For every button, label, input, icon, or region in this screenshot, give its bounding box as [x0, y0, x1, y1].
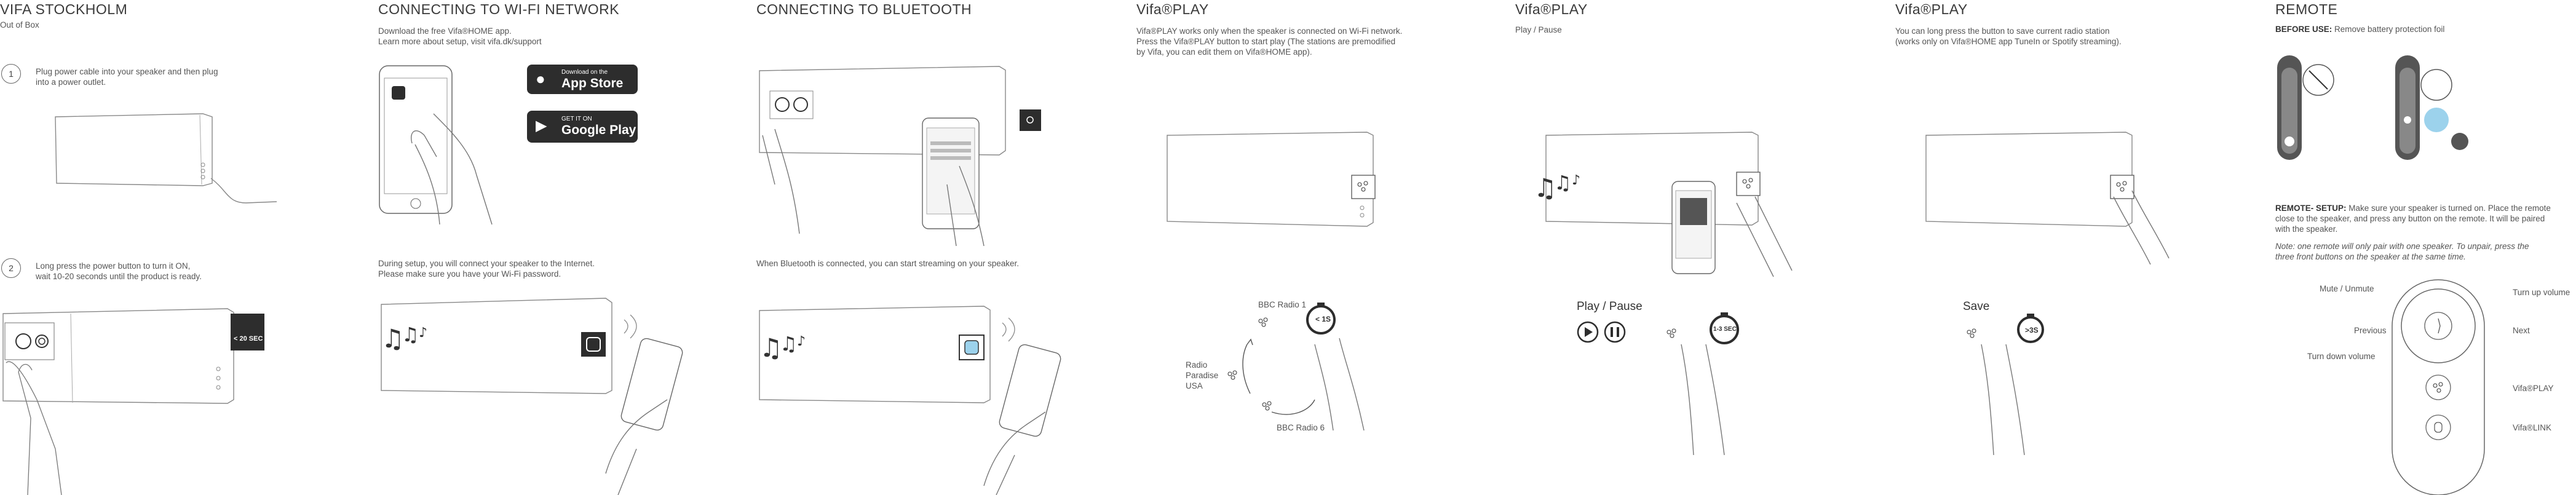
remote-setup-label: REMOTE- SETUP: — [2275, 204, 2347, 213]
speaker-illustration — [1167, 132, 1376, 227]
svg-text:♫: ♫ — [1534, 173, 1557, 203]
remote-label-turn-down: Turn down volume — [2307, 352, 2376, 361]
press-hold-illustration — [1666, 312, 1739, 456]
remote-diagram — [2392, 279, 2485, 495]
setup-text: During setup, you will connect your spea… — [378, 259, 595, 279]
speaker-wifi-illustration: ♫ ♫ ♪ — [381, 298, 683, 495]
timer-label: >3S — [2025, 326, 2039, 335]
page-title: Vifa®PLAY — [1895, 1, 1968, 17]
svg-text:♫: ♫ — [759, 333, 783, 363]
panel-vifaplay-stations: Vifa®PLAY Vifa®PLAY works only when the … — [1136, 0, 1505, 495]
svg-text:♫: ♫ — [381, 323, 405, 354]
google-play-big: Google Play — [561, 123, 636, 137]
app-store-badge[interactable]: ● Download on the App Store — [527, 65, 638, 94]
remote-label-vifaplay: Vifa®PLAY — [2513, 384, 2554, 393]
phone-hand-illustration — [379, 65, 493, 225]
panel-out-of-box: VIFA STOCKHOLM Out of Box 1 Plug power c… — [0, 0, 369, 495]
remote-label-next: Next — [2513, 326, 2530, 335]
page-title: REMOTE — [2275, 1, 2338, 17]
play-pause-icons — [1577, 321, 1626, 343]
panel-remote: REMOTE BEFORE USE: Remove battery protec… — [2275, 0, 2576, 495]
before-use-label: BEFORE USE: — [2275, 25, 2332, 34]
station-label: BBC Radio 1 — [1258, 300, 1307, 309]
remote-label-mute: Mute / Unmute — [2320, 284, 2374, 293]
remote-setup-body: Make sure your speaker is turned on. Pla… — [2275, 204, 2551, 234]
panel-bluetooth: CONNECTING TO BLUETOOTH When Bluetooth i… — [756, 0, 1125, 495]
battery-foil-illustration — [2277, 55, 2468, 160]
station-label: BBC Radio 6 — [1277, 423, 1325, 432]
timer-label: < 1S — [1315, 315, 1331, 323]
page-title: Vifa®PLAY — [1136, 1, 1209, 17]
step-text: Long press the power button to turn it O… — [36, 261, 202, 281]
play-pause-label: Play / Pause — [1577, 300, 1643, 313]
remote-label-previous: Previous — [2354, 326, 2387, 335]
speaker-bt-stream-illustration: ♫ ♫ ♪ — [759, 306, 1061, 495]
station-cycle-illustration — [1227, 303, 1365, 431]
step-number: 1 — [1, 64, 21, 84]
remote-setup-text: REMOTE- SETUP: Make sure your speaker is… — [2275, 203, 2551, 234]
before-use-text: Remove battery protection foil — [2332, 25, 2445, 34]
remote-label-vifalink: Vifa®LINK — [2513, 423, 2551, 432]
svg-text:♫: ♫ — [1554, 171, 1572, 194]
bt-text: When Bluetooth is connected, you can sta… — [756, 259, 1019, 268]
svg-text:♫: ♫ — [402, 323, 419, 346]
intro-text: Download the free Vifa®HOME app. Learn m… — [378, 26, 542, 46]
speaker-power-button-illustration — [2, 308, 264, 495]
app-store-small: Download on the — [561, 69, 608, 76]
remote-note: Note: one remote will only pair with one… — [2275, 242, 2529, 261]
station-label: Radio Paradise USA — [1186, 360, 1219, 390]
badge: < 20 SEC — [234, 335, 263, 343]
google-play-badge[interactable]: ▶ GET IT ON Google Play — [527, 111, 638, 143]
apple-icon: ● — [536, 69, 545, 88]
svg-text:♪: ♪ — [419, 325, 427, 341]
page-title: VIFA STOCKHOLM — [0, 1, 128, 17]
google-play-small: GET IT ON — [561, 116, 592, 122]
save-label: Save — [1963, 300, 1990, 313]
page-title: CONNECTING TO BLUETOOTH — [756, 1, 972, 17]
subtitle: Out of Box — [0, 20, 39, 30]
subtitle: Play / Pause — [1515, 25, 1562, 34]
speaker-save-illustration — [1925, 132, 2170, 265]
svg-text:♪: ♪ — [797, 334, 806, 349]
intro-text: Vifa®PLAY works only when the speaker is… — [1136, 26, 1403, 57]
intro-text: You can long press the button to save cu… — [1895, 26, 2122, 46]
app-store-big: App Store — [561, 76, 624, 90]
step-number: 2 — [1, 258, 21, 278]
speaker-playing-illustration: ♫ ♫ ♪ — [1534, 132, 1793, 277]
timer-label: 1-3 SEC — [1713, 326, 1737, 333]
svg-text:♪: ♪ — [1572, 173, 1580, 188]
bluetooth-setup-illustration — [759, 66, 1041, 247]
before-use: BEFORE USE: Remove battery protection fo… — [2275, 25, 2444, 34]
speaker-power-illustration — [55, 113, 277, 204]
svg-text:♫: ♫ — [780, 332, 798, 355]
save-hold-illustration — [1967, 314, 2044, 456]
panel-wifi: CONNECTING TO WI-FI NETWORK Download the… — [378, 0, 747, 495]
remote-label-turn-up: Turn up volume — [2513, 288, 2570, 297]
play-store-icon: ▶ — [536, 117, 547, 134]
step-text: Plug power cable into your speaker and t… — [36, 67, 218, 87]
page-title: Vifa®PLAY — [1515, 1, 1588, 17]
page-title: CONNECTING TO WI-FI NETWORK — [378, 1, 620, 17]
panel-vifaplay-play-pause: Vifa®PLAY Play / Pause ♫ ♫ ♪ Play / Paus… — [1515, 0, 1884, 495]
panel-vifaplay-save: Vifa®PLAY You can long press the button … — [1895, 0, 2264, 495]
